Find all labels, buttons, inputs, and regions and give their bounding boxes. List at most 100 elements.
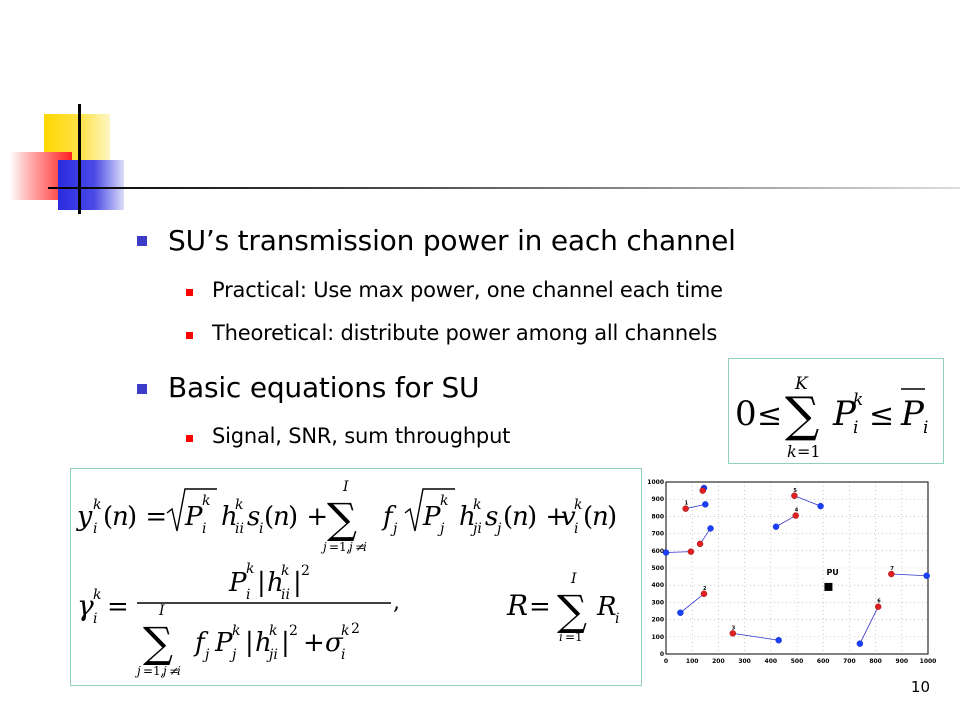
svg-text:i: i [259,521,263,537]
svg-text:i: i [363,540,367,554]
svg-text:(: ( [503,502,513,532]
svg-text:P: P [214,628,233,658]
svg-text:k: k [93,497,101,513]
svg-text:k: k [269,623,277,639]
svg-text:k: k [440,493,448,509]
svg-text:) +: ) + [527,502,567,532]
svg-text:P: P [900,394,925,434]
svg-text:y: y [76,501,93,532]
svg-text:i: i [93,521,97,537]
svg-text:n: n [512,502,529,532]
svg-text:k: k [202,493,210,509]
receiver-point [677,609,684,616]
svg-text:∑: ∑ [785,387,819,443]
x-tick-label: 0 [664,658,668,665]
transmitter-point [696,540,704,548]
svg-text:≠: ≠ [169,664,179,678]
svg-text:=: = [529,592,551,622]
svg-text:0: 0 [735,394,757,434]
svg-text:σ: σ [325,628,344,658]
svg-text:γ: γ [77,589,94,622]
power-constraint-equation: 0 ≤ K ∑ k =1 P i k ≤ P i [728,358,944,464]
logo-vertical-line [78,104,81,214]
svg-text:h: h [221,502,238,532]
svg-text:k: k [787,442,797,461]
svg-text:i: i [574,521,578,537]
link-line [680,593,705,614]
svg-text:≠: ≠ [355,540,365,554]
plot-frame [665,481,929,655]
x-tick-label: 800 [869,658,882,665]
svg-text:(: ( [583,502,593,532]
snr-equation: γ i k = P i k | h ii k | 2 , I ∑ j =1, j… [77,561,400,678]
receiver-point [923,572,930,579]
y-tick-label: 400 [651,582,664,589]
y-tick-label: 100 [651,634,664,641]
receiver-point [662,549,670,556]
y-tick-label: 0 [660,651,664,658]
svg-text:j: j [134,664,141,678]
svg-text:2: 2 [289,623,298,639]
svg-text:I: I [342,479,349,495]
receiver-point [707,525,714,532]
y-tick-label: 900 [651,496,664,503]
svg-text:=1: =1 [565,630,583,644]
svg-text:|: | [281,628,290,658]
node-label: 4 [795,508,799,514]
svg-text:P: P [184,502,203,532]
svg-text:ji: ji [266,647,278,663]
pu-label: PU [826,568,838,577]
transmitter-point [888,570,895,578]
svg-text:v: v [561,502,576,532]
node-label: 2 [703,586,707,592]
bullet-2: Basic equations for SU [168,371,480,404]
transmitter-point [875,603,882,610]
svg-text:h: h [255,628,272,658]
svg-text:k: k [281,563,289,579]
receiver-point [702,501,709,508]
node-label: 3 [732,625,736,631]
y-tick-label: 800 [651,513,664,520]
pu-marker [824,582,833,591]
throughput-equation: R = I ∑ i =1 R i [506,571,619,644]
svg-text:I: I [570,571,577,587]
receiver-point [817,502,824,510]
svg-text:j: j [320,540,327,554]
bullet-2-1: Signal, SNR, sum throughput [212,424,511,448]
transmitter-point [682,505,689,512]
y-tick-label: 200 [651,617,664,624]
svg-text:k: k [246,561,254,577]
bullet-1: SU’s transmission power in each channel [168,224,736,257]
svg-text:∑: ∑ [143,618,173,667]
svg-text:i: i [177,664,181,678]
link-line [775,515,796,528]
svg-text:j: j [437,521,445,537]
logo-blue-square [58,160,124,210]
svg-text:k: k [341,623,349,639]
svg-text:j: j [160,664,167,678]
svg-text:(: ( [264,502,274,532]
svg-text:k: k [473,497,481,513]
link-line [794,495,821,507]
svg-text:i: i [341,647,345,663]
page-number: 10 [910,678,930,696]
svg-text:j: j [494,521,502,537]
x-tick-label: 600 [817,658,830,665]
transmitter-point [729,630,737,637]
receiver-point [856,640,864,647]
transmitter-point [792,512,799,519]
node-label: 7 [890,566,894,572]
svg-text:i: i [615,611,619,627]
svg-text:∑: ∑ [327,494,357,543]
x-tick-label: 200 [712,658,725,665]
link-line [665,551,691,553]
bullet-1-2: Theoretical: distribute power among all … [212,321,718,345]
svg-text:j: j [229,647,237,663]
svg-text:j: j [390,521,398,537]
svg-text:s: s [247,502,260,532]
svg-text:P: P [832,394,857,434]
sub-bullet-marker [186,435,193,442]
svg-text:2: 2 [301,563,310,579]
signal-equation: y i k ( n ) = P i k h ii k s i ( n ) + I… [76,479,617,554]
svg-text:) =: ) = [127,502,167,532]
